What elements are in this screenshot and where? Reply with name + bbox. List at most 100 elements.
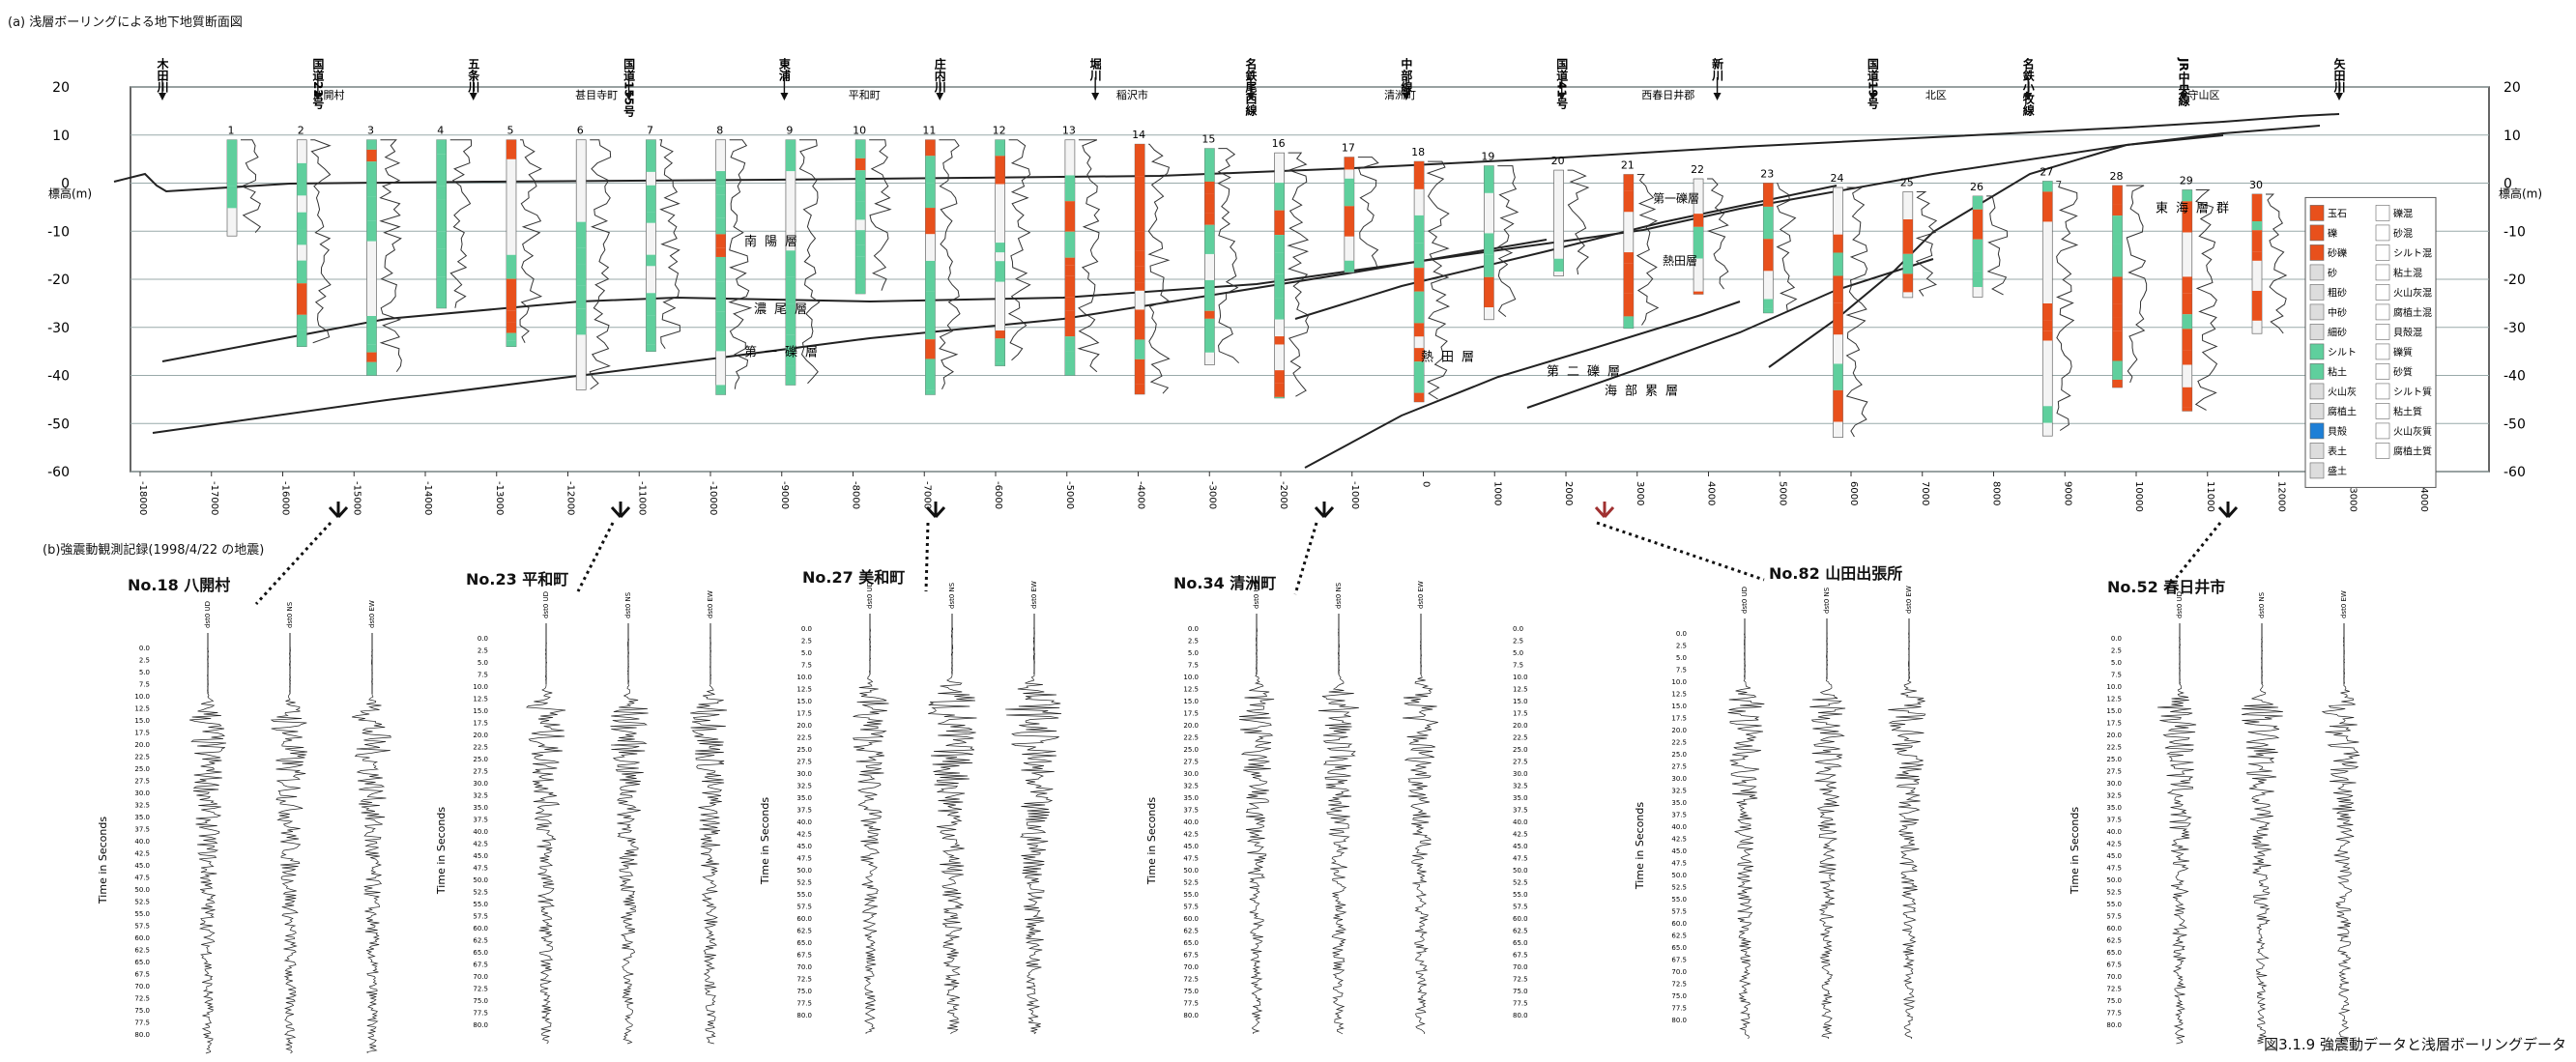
time-tick-label: 50.0 (1183, 867, 1199, 875)
time-tick-label-right: 27.5 (1513, 759, 1528, 766)
legend-swatch (2375, 264, 2390, 281)
borehole: 27 (2040, 166, 2079, 437)
pointer-dotted-line (924, 522, 930, 592)
waveform-trace (928, 627, 977, 1035)
n-value-curve (2056, 181, 2079, 431)
elevation-tick-left: -50 (47, 416, 70, 432)
station-label-no18: No.18 八開村 (128, 576, 231, 594)
landmark-arrowhead (1868, 93, 1877, 100)
channel-label: dst0 EW (2340, 590, 2348, 618)
borehole: 21 (1621, 159, 1660, 330)
borehole-segment (2042, 320, 2053, 331)
time-tick-label: 12.5 (473, 696, 488, 703)
time-tick-label-right: 52.5 (1513, 879, 1528, 887)
borehole-segment (1064, 297, 1075, 311)
landmark-arrowhead (313, 93, 322, 100)
borehole-segment (1833, 302, 1843, 335)
borehole-segment (2182, 189, 2192, 202)
borehole-segment (1274, 336, 1285, 345)
time-tick-label: 2.5 (1676, 643, 1687, 650)
time-tick-label: 45.0 (473, 852, 488, 860)
legend: 玉石礫砂礫砂粗砂中砂細砂シルト粘土火山灰腐植土貝殻表土盛土礫混砂混シルト混粘土混… (2304, 196, 2437, 488)
borehole-segment (715, 247, 726, 257)
borehole-number: 2 (298, 125, 304, 137)
time-tick-label: 37.5 (473, 817, 488, 824)
borehole-segment (1274, 210, 1285, 236)
time-tick-label: 60.0 (2106, 925, 2122, 933)
borehole-number: 23 (1760, 168, 1774, 181)
time-tick-label: 32.5 (1671, 788, 1687, 795)
time-tick-label: 27.5 (2106, 768, 2122, 776)
borehole-segment (1274, 252, 1285, 274)
landmark: 木田川 (156, 57, 169, 100)
legend-swatch (2309, 264, 2325, 281)
channel-label: dst0 NS (1823, 587, 1831, 614)
borehole: 13 (1062, 125, 1101, 376)
time-tick-label: 77.5 (473, 1010, 488, 1018)
n-value-curve (1287, 152, 1310, 397)
borehole-segment (1623, 190, 1634, 213)
borehole-column (1553, 169, 1564, 276)
layer-label-atsuta-east: 熱田層 (1663, 254, 1697, 268)
borehole-segment (925, 314, 936, 340)
borehole-segment (297, 212, 307, 230)
borehole-segment (1135, 205, 1145, 232)
borehole-segment (1693, 214, 1704, 227)
n-value-curve (1986, 195, 2009, 296)
borehole-segment (366, 139, 377, 150)
distance-tick-label: 3000 (1635, 481, 1645, 505)
time-tick-label: 2.5 (801, 638, 812, 646)
landmark: 中部線 (1400, 57, 1413, 100)
borehole-segment (2042, 302, 2053, 321)
legend-swatch (2375, 343, 2390, 360)
borehole-number: 30 (2249, 179, 2263, 191)
legend-frame (2304, 196, 2437, 488)
time-tick-label: 77.5 (1183, 1000, 1199, 1008)
time-axis-label: Time in Seconds (435, 807, 448, 895)
seismogram-panels: 0.02.55.07.510.012.515.017.520.022.525.0… (97, 581, 2360, 1054)
distance-tick-label: 12000 (2276, 481, 2287, 512)
landmark-arrowhead (1247, 93, 1255, 100)
time-tick-label: 65.0 (2106, 949, 2122, 957)
waveform-trace (2242, 637, 2283, 1045)
borehole-segment (2252, 230, 2262, 252)
borehole-segment (576, 308, 587, 335)
time-tick-label-right: 2.5 (1513, 638, 1523, 646)
borehole: 17 (1342, 142, 1379, 273)
time-tick-label: 47.5 (134, 875, 150, 882)
borehole-segment (715, 217, 726, 235)
time-tick-label: 62.5 (796, 928, 812, 935)
borehole-segment (1274, 383, 1285, 397)
time-tick-label: 77.5 (134, 1019, 150, 1027)
n-value-curve (1497, 165, 1520, 317)
landmark: 五条川 (467, 58, 480, 100)
time-tick-label: 7.5 (2111, 672, 2122, 679)
channel-label: dst0 EW (368, 600, 376, 628)
district-labels: 八開村甚目寺町平和町稲沢市清洲町西春日井郡北区守山区 (313, 88, 2220, 101)
elevation-label-left: 標高(m) (48, 186, 92, 200)
borehole-segment (2042, 406, 2053, 423)
time-tick-label: 55.0 (1183, 891, 1199, 899)
borehole-segment (2112, 317, 2123, 331)
borehole-segment (366, 149, 377, 162)
layer-label: 第二礫層 (1547, 364, 1628, 380)
borehole-segment (925, 339, 936, 359)
distance-tick-label: 2000 (1563, 481, 1574, 505)
pointer-dotted-line (254, 521, 333, 606)
legend-entry: 火山灰混 (2393, 286, 2432, 299)
borehole-segment (855, 256, 866, 276)
borehole-segment (2182, 329, 2192, 351)
elevation-tick-left: -20 (47, 273, 70, 288)
time-tick-label: 67.5 (473, 962, 488, 969)
time-tick-label: 55.0 (134, 910, 150, 918)
time-tick-label: 17.5 (796, 710, 812, 718)
borehole-segment (297, 283, 307, 315)
distance-tick-label: -7000 (921, 481, 932, 509)
time-tick-label: 12.5 (796, 686, 812, 694)
borehole-segment (995, 330, 1005, 339)
legend-swatch (2375, 363, 2390, 380)
time-tick-label: 67.5 (796, 952, 812, 960)
borehole: 30 (2249, 179, 2288, 334)
distance-tick-label: -12000 (565, 481, 576, 515)
legend-entry: 貝殻 (2328, 425, 2347, 438)
